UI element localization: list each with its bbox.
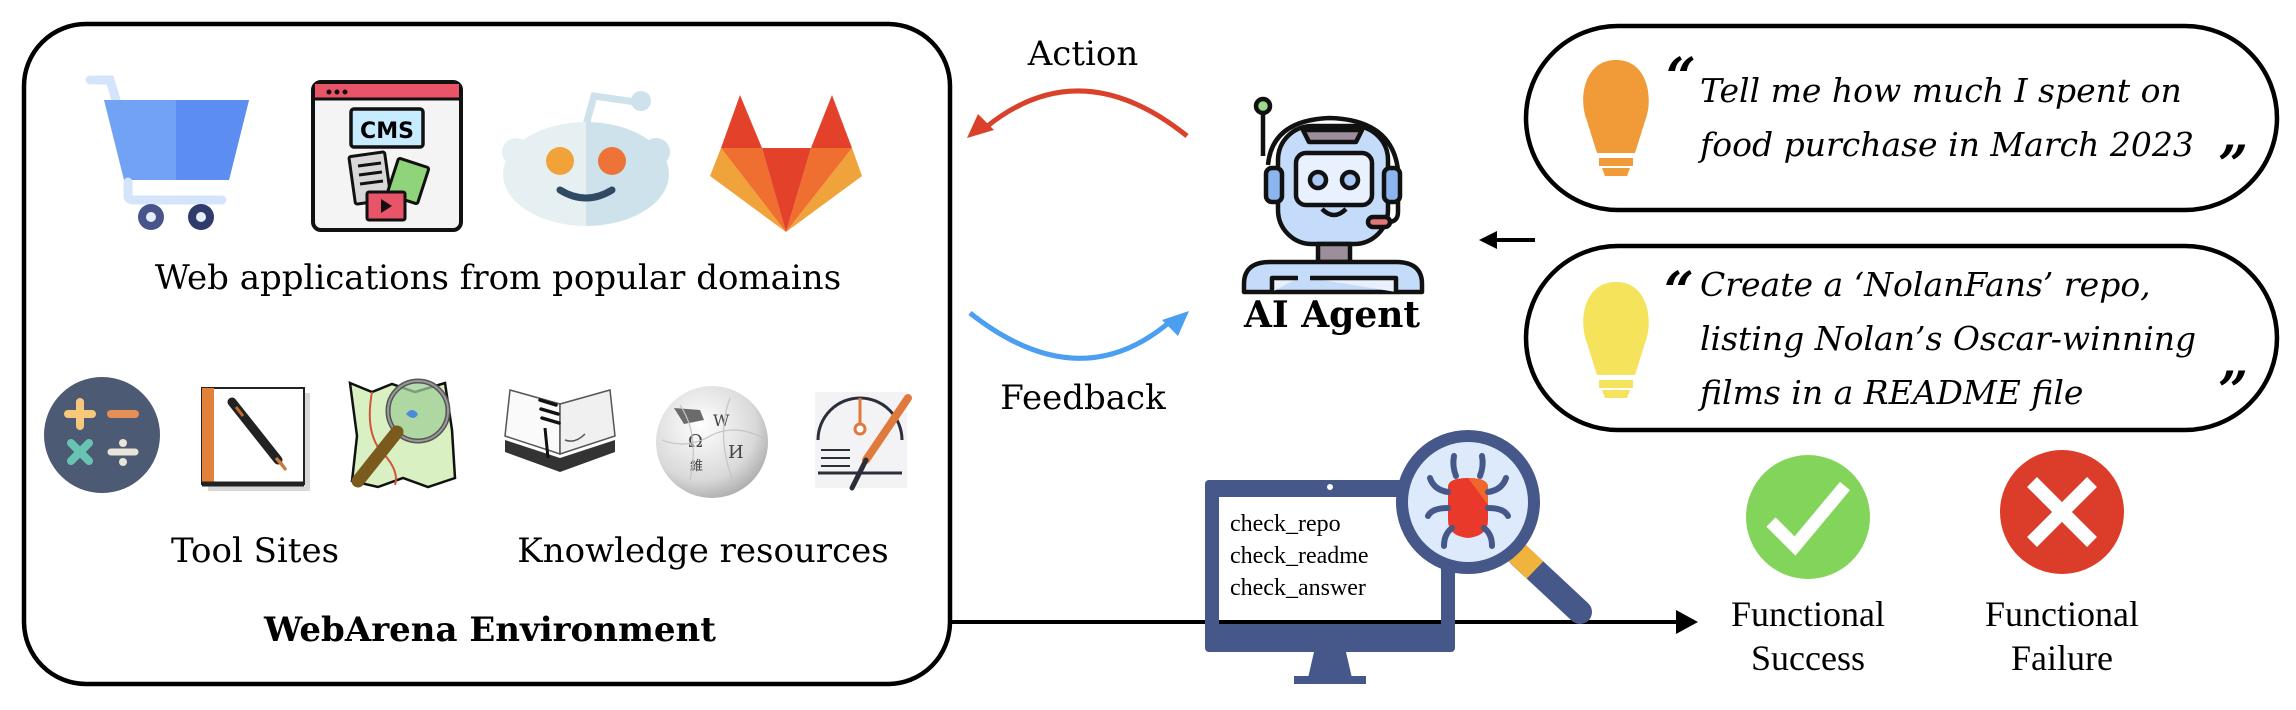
svg-text:Ω: Ω	[688, 431, 703, 452]
open-quote-1: “	[1666, 47, 1696, 108]
wikipedia-icon: Ω W И 維	[656, 386, 768, 498]
action-arrow	[967, 88, 1189, 138]
success-checkmark-icon	[1746, 455, 1870, 579]
notebook-pen-icon	[201, 387, 310, 491]
svg-text:И: И	[728, 442, 744, 463]
task-2-line-2: listing Nolan’s Oscar-winning	[1700, 319, 2197, 358]
svg-text:CMS: CMS	[360, 119, 414, 144]
failure-label-line-1: Functional	[1985, 594, 2139, 634]
evaluator-checks: check_repo check_readme check_answer	[1230, 508, 1369, 604]
shopping-cart-icon	[85, 75, 249, 230]
evaluation-arrowhead	[1676, 610, 1698, 634]
agent-label: AI Agent	[1243, 294, 1421, 336]
check-item: check_answer	[1230, 575, 1366, 601]
svg-text:W: W	[713, 411, 730, 430]
task-bubble-1	[1523, 23, 2280, 213]
task-bubble-2	[1523, 243, 2280, 433]
map-search-icon	[348, 378, 457, 489]
action-label: Action	[1027, 34, 1139, 74]
environment-box	[21, 21, 953, 687]
book-icon	[504, 389, 616, 472]
tool-sites-caption: Tool Sites	[170, 531, 340, 571]
knowledge-caption: Knowledge resources	[517, 531, 889, 571]
success-label-line-1: Functional	[1731, 594, 1885, 634]
task-2-line-3: films in a README file	[1700, 373, 2084, 412]
documentation-icon	[815, 392, 912, 491]
task-to-agent-arrow	[1479, 231, 1535, 249]
feedback-label: Feedback	[1000, 378, 1166, 418]
open-quote-2: “	[1664, 261, 1694, 322]
feedback-arrow	[968, 311, 1189, 361]
failure-cross-icon	[2000, 450, 2124, 574]
task-1-line-1: Tell me how much I spent on	[1700, 71, 2182, 110]
task-text-1: Tell me how much I spent on food purchas…	[1700, 64, 2194, 172]
calculator-icon	[44, 377, 160, 493]
environment-title: WebArena Environment	[264, 610, 716, 650]
failure-label: Functional Failure	[1962, 592, 2162, 680]
close-quote-2: ”	[2218, 361, 2248, 422]
gitlab-icon	[710, 95, 862, 232]
failure-label-line-2: Failure	[2011, 638, 2113, 678]
close-quote-1: ”	[2218, 135, 2248, 196]
success-label: Functional Success	[1708, 592, 1908, 680]
check-item: check_repo	[1230, 511, 1341, 537]
lightbulb-icon-1	[1583, 60, 1649, 176]
task-text-2: Create a ‘NolanFans’ repo, listing Nolan…	[1700, 258, 2196, 420]
lightbulb-icon-2	[1583, 282, 1649, 398]
task-1-line-2: food purchase in March 2023	[1700, 125, 2194, 164]
web-apps-caption: Web applications from popular domains	[154, 258, 842, 298]
monitor-bug-icon	[1205, 430, 1592, 684]
check-item: check_readme	[1230, 543, 1369, 569]
robot-icon	[1241, 96, 1425, 295]
task-2-line-1: Create a ‘NolanFans’ repo,	[1700, 265, 2151, 304]
success-label-line-2: Success	[1751, 638, 1865, 678]
reddit-icon	[502, 91, 670, 226]
cms-icon: CMS	[311, 80, 463, 232]
